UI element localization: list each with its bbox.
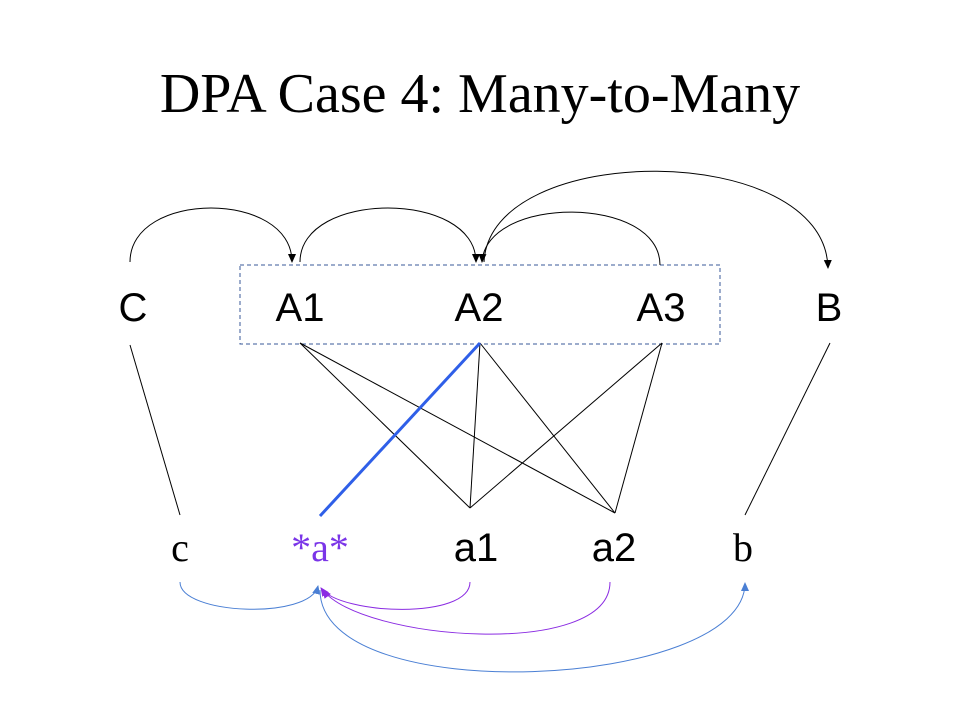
arc-c-to-star-a xyxy=(179,581,321,610)
node-C: C xyxy=(119,286,148,330)
edge-C-c xyxy=(129,344,181,516)
arc-A1-to-A2 xyxy=(299,207,480,263)
arc-A3-to-A2 xyxy=(478,211,661,266)
arc-a1-to-star-a xyxy=(320,581,471,610)
edge-A2-star-a-highlight xyxy=(318,341,482,518)
node-b: b xyxy=(733,525,753,570)
node-c: c xyxy=(171,525,189,570)
node-A1: A1 xyxy=(276,286,325,330)
edge-A3-a2 xyxy=(614,342,663,514)
node-A3: A3 xyxy=(637,286,686,330)
arc-a2-to-star-a xyxy=(322,581,611,635)
arc-star-a-to-b xyxy=(319,582,749,673)
edge-B-b xyxy=(744,342,831,516)
node-A2: A2 xyxy=(455,286,504,330)
slide-title: DPA Case 4: Many-to-Many xyxy=(159,63,801,125)
node-star-a: *a* xyxy=(291,525,349,570)
edge-A1-a2 xyxy=(299,342,616,514)
edge-A3-a1 xyxy=(469,342,663,509)
node-B: B xyxy=(816,286,843,330)
arc-C-to-A1 xyxy=(129,207,296,263)
edge-A2-a1 xyxy=(469,342,481,509)
node-a2: a2 xyxy=(592,526,637,570)
arc-A2-to-B xyxy=(483,170,832,269)
node-a1: a1 xyxy=(454,526,499,570)
edge-A2-a2 xyxy=(479,342,616,514)
edge-A1-a1 xyxy=(299,342,471,509)
